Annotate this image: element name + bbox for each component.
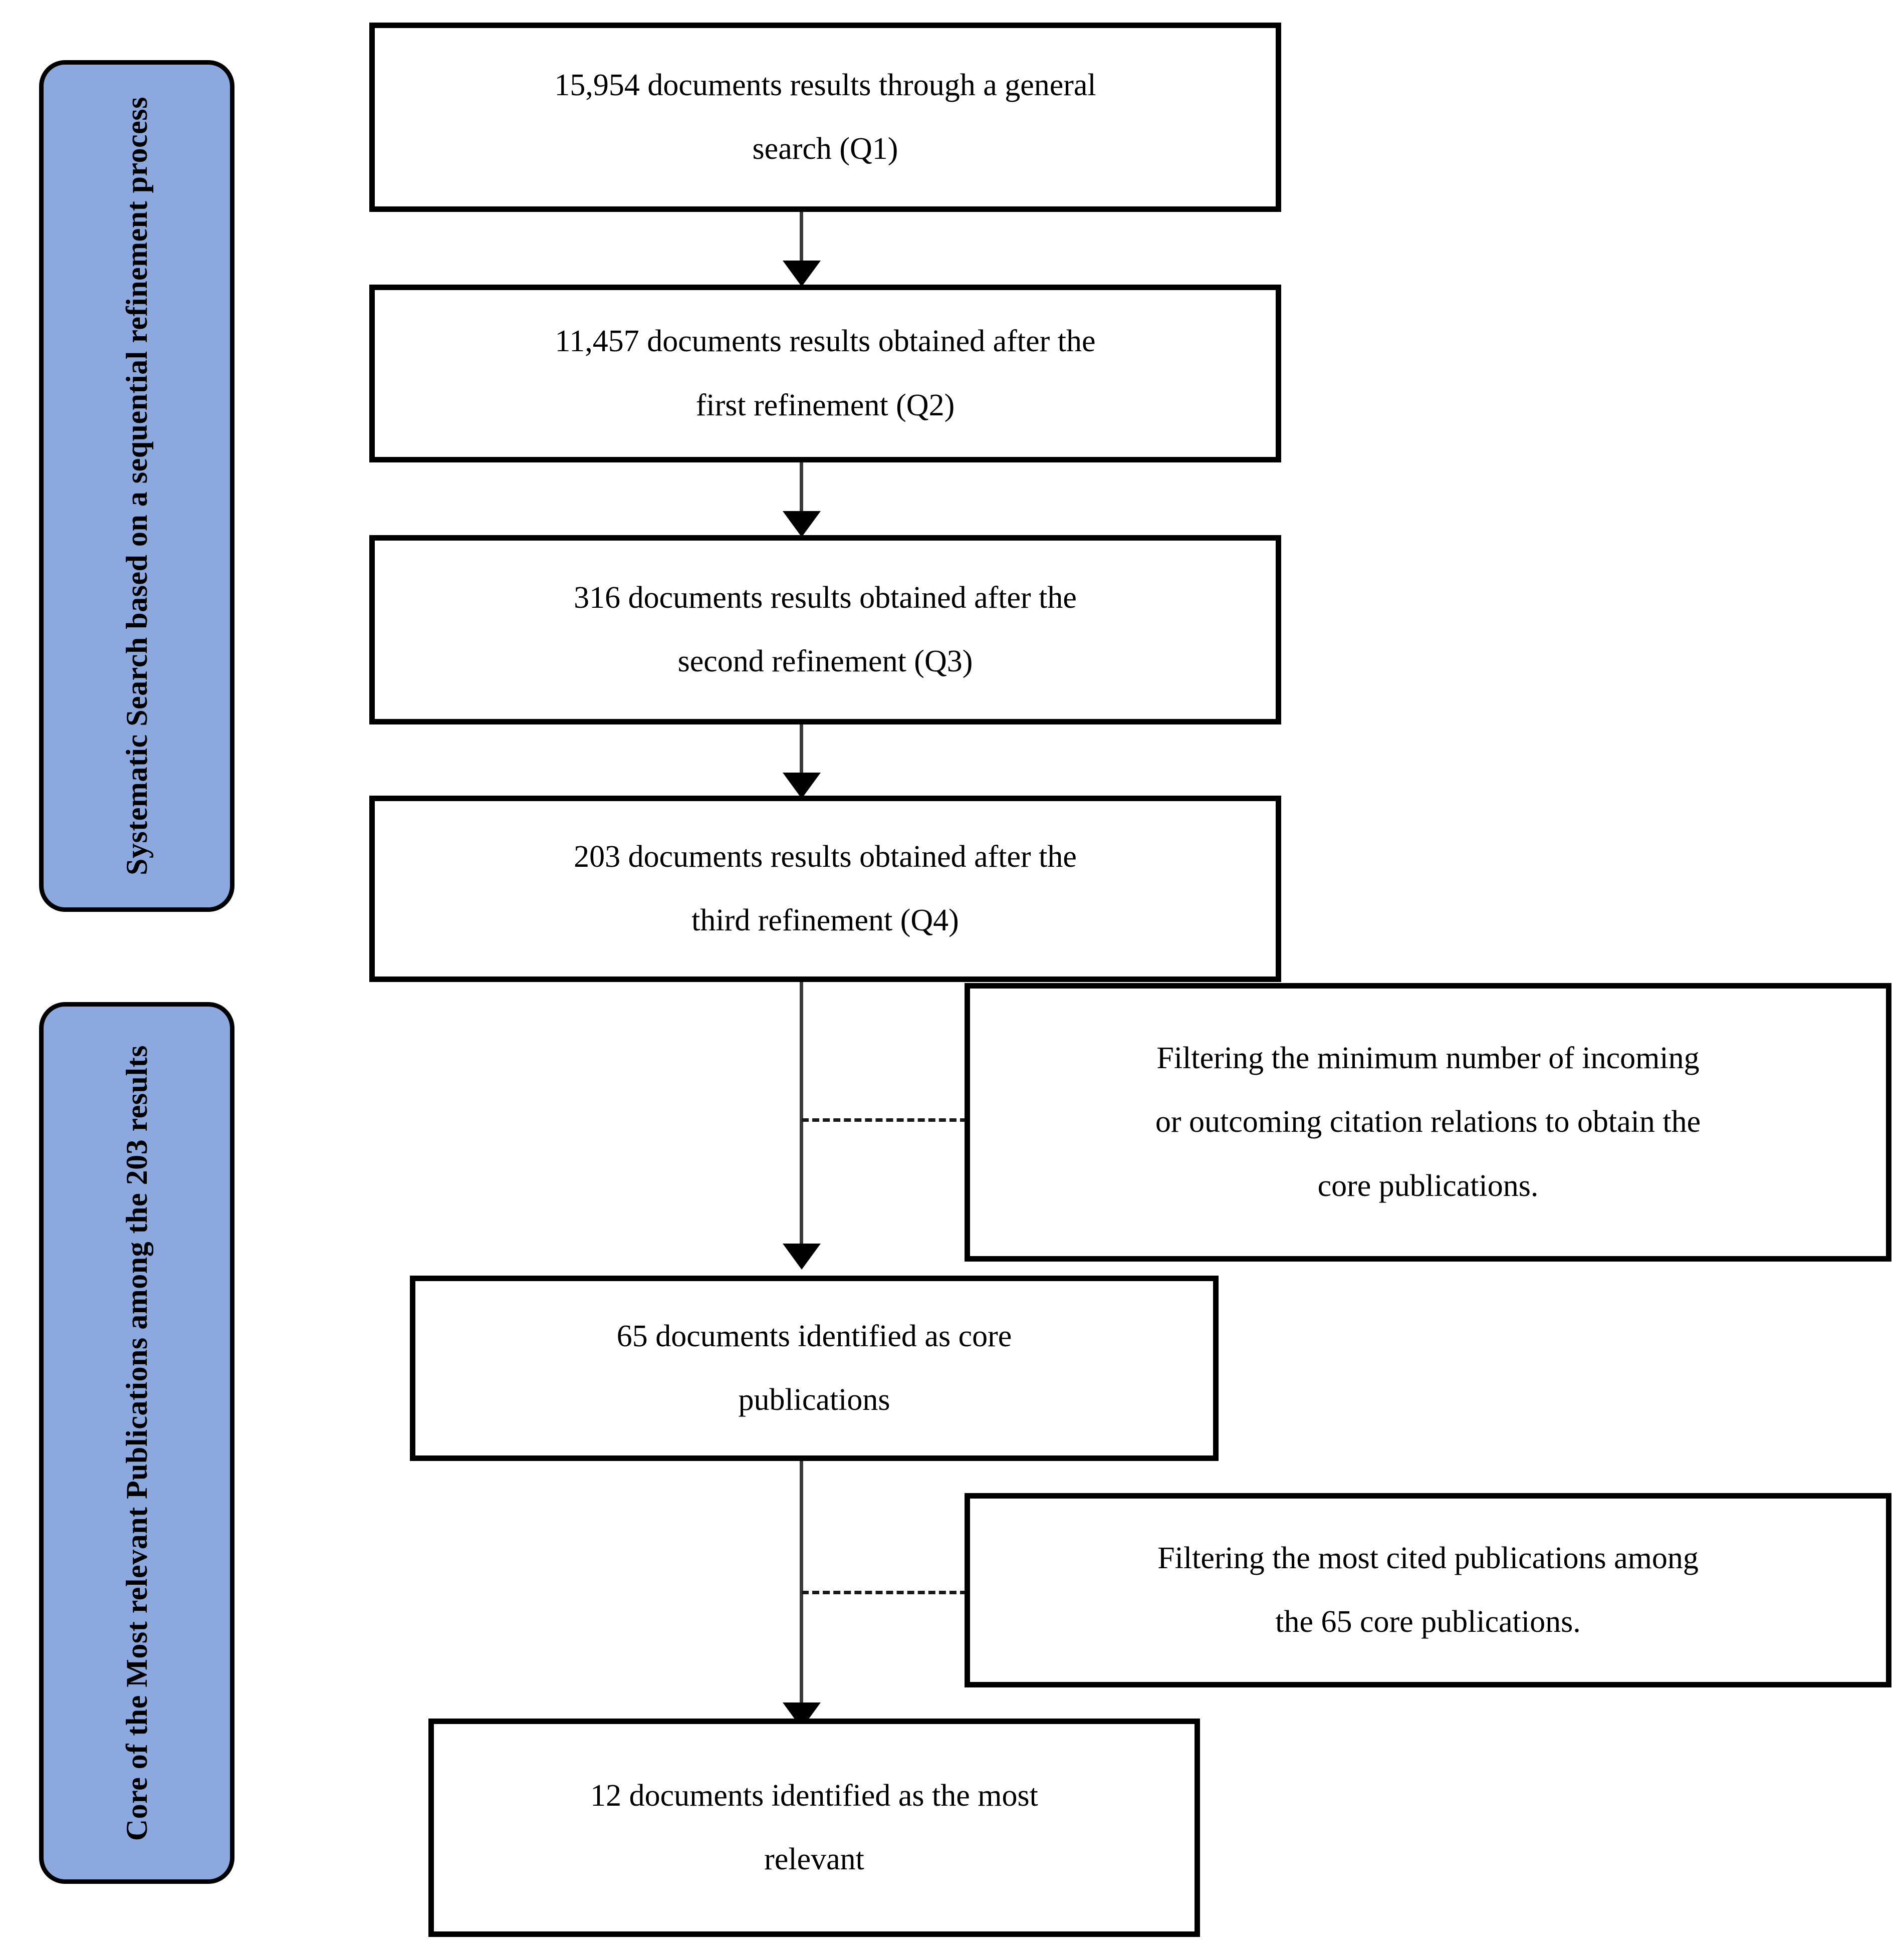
- dashed-connector-note-most-cited-filter: [802, 1591, 967, 1594]
- note-box-citation-filter-line2: or outcoming citation relations to obtai…: [1155, 1105, 1701, 1139]
- step-box-q3[interactable]: 316 documents results obtained after the…: [369, 535, 1281, 724]
- step-box-q1-text: 15,954 documents results through a gener…: [395, 54, 1256, 181]
- phase-panel-systematic-search: Systematic Search based on a sequential …: [39, 60, 234, 912]
- phase-panel-core-publications: Core of the Most relevant Publications a…: [39, 1002, 234, 1884]
- step-box-most-relevant-line1: 12 documents identified as the most: [590, 1778, 1038, 1813]
- step-box-most-relevant-line2: relevant: [764, 1842, 864, 1876]
- step-box-q3-line1: 316 documents results obtained after the: [574, 580, 1077, 615]
- connector-q2-q3: [800, 461, 803, 520]
- connector-q4-core: [800, 980, 803, 1250]
- step-box-q2-line2: first refinement (Q2): [695, 388, 955, 422]
- arrowhead-q1-q2: [783, 261, 821, 287]
- step-box-q4-line2: third refinement (Q4): [691, 903, 959, 937]
- step-box-most-relevant[interactable]: 12 documents identified as the most rele…: [428, 1719, 1200, 1937]
- phase-panel-systematic-search-label: Systematic Search based on a sequential …: [120, 97, 153, 875]
- note-box-citation-filter[interactable]: Filtering the minimum number of incoming…: [965, 983, 1891, 1262]
- note-box-citation-filter-line1: Filtering the minimum number of incoming: [1156, 1041, 1700, 1076]
- step-box-q1-line2: search (Q1): [752, 132, 898, 166]
- step-box-q4-line1: 203 documents results obtained after the: [574, 839, 1077, 874]
- note-box-most-cited-filter-line2: the 65 core publications.: [1275, 1605, 1581, 1639]
- step-box-q2-line1: 11,457 documents results obtained after …: [555, 324, 1096, 359]
- step-box-q3-line2: second refinement (Q3): [677, 644, 973, 678]
- arrowhead-q2-q3: [783, 511, 821, 537]
- note-box-citation-filter-line3: core publications.: [1317, 1168, 1539, 1203]
- step-box-most-relevant-text: 12 documents identified as the most rele…: [454, 1764, 1174, 1891]
- step-box-q2[interactable]: 11,457 documents results obtained after …: [369, 285, 1281, 462]
- step-box-core-publications-line1: 65 documents identified as core: [616, 1319, 1012, 1353]
- phase-panel-core-publications-label: Core of the Most relevant Publications a…: [120, 1045, 153, 1841]
- step-box-q1-line1: 15,954 documents results through a gener…: [554, 68, 1096, 102]
- connector-q1-q2: [800, 209, 803, 270]
- connector-core-most-relevant: [800, 1459, 803, 1714]
- step-box-core-publications-line2: publications: [738, 1383, 890, 1417]
- connector-q3-q4: [800, 722, 803, 782]
- step-box-core-publications-text: 65 documents identified as core publicat…: [435, 1305, 1193, 1432]
- note-box-most-cited-filter-text: Filtering the most cited publications am…: [990, 1527, 1866, 1654]
- step-box-q2-text: 11,457 documents results obtained after …: [395, 310, 1256, 437]
- step-box-q1[interactable]: 15,954 documents results through a gener…: [369, 23, 1281, 212]
- note-box-most-cited-filter[interactable]: Filtering the most cited publications am…: [965, 1493, 1891, 1687]
- step-box-q4-text: 203 documents results obtained after the…: [395, 825, 1256, 952]
- note-box-most-cited-filter-line1: Filtering the most cited publications am…: [1157, 1541, 1699, 1575]
- step-box-core-publications[interactable]: 65 documents identified as core publicat…: [410, 1276, 1219, 1461]
- arrowhead-q4-core: [783, 1244, 821, 1270]
- arrowhead-q3-q4: [783, 773, 821, 799]
- dashed-connector-note-citation-filter: [802, 1118, 967, 1122]
- note-box-citation-filter-text: Filtering the minimum number of incoming…: [990, 1027, 1866, 1217]
- step-box-q4[interactable]: 203 documents results obtained after the…: [369, 796, 1281, 982]
- step-box-q3-text: 316 documents results obtained after the…: [395, 566, 1256, 693]
